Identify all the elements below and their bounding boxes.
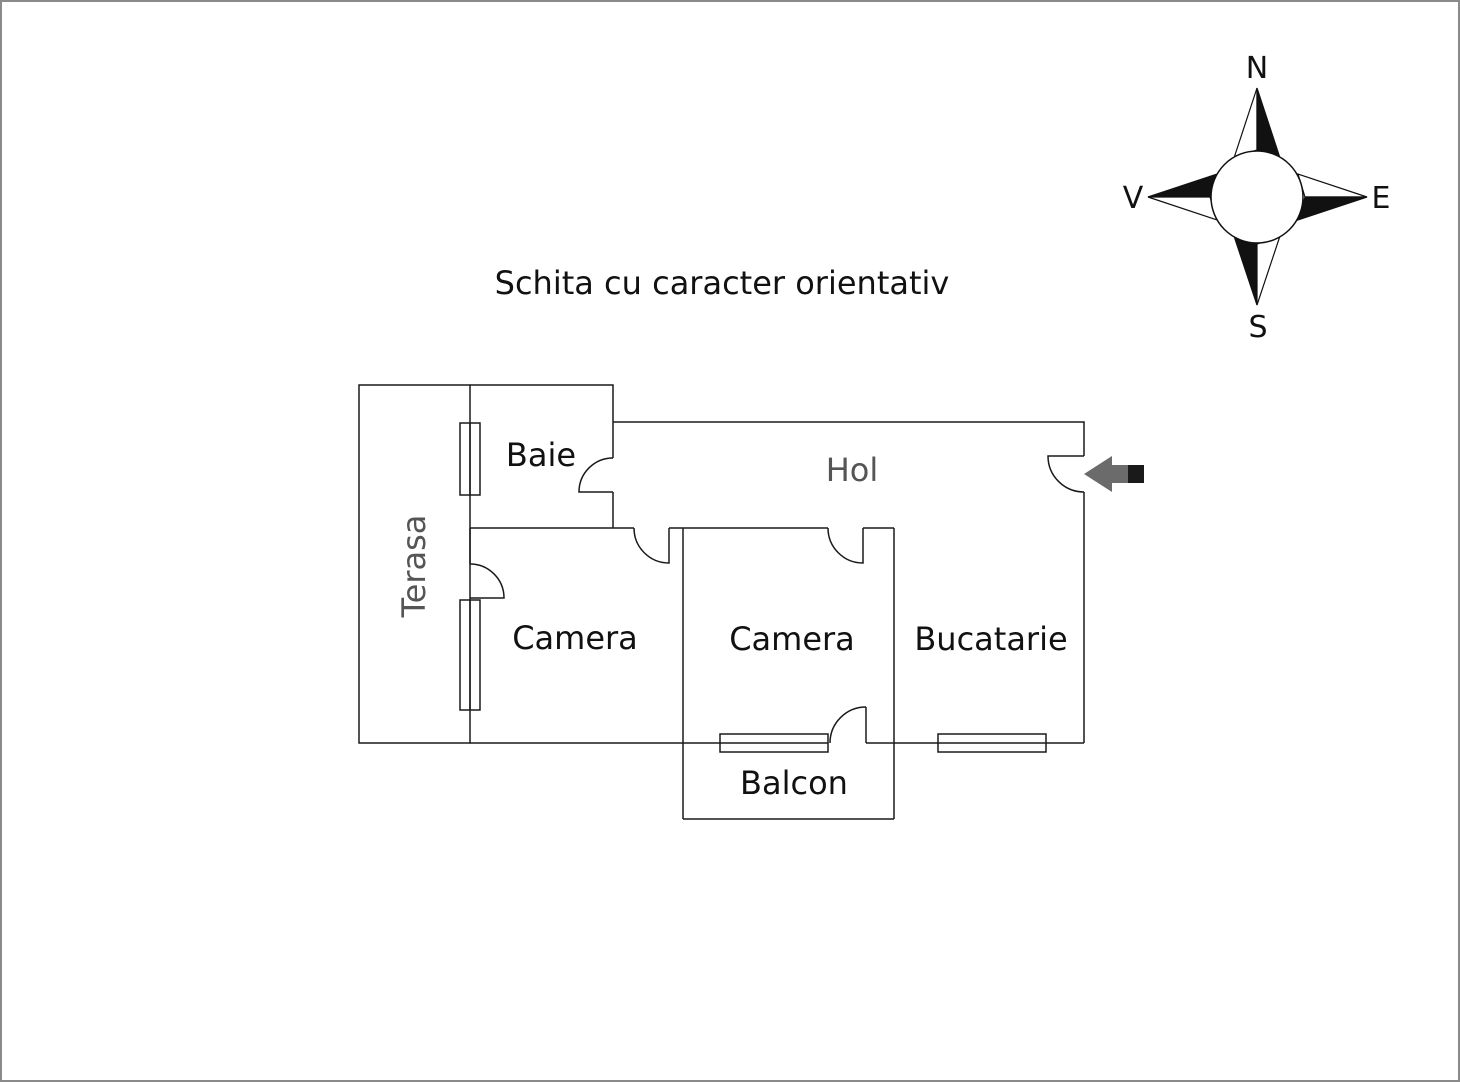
entrance-arrow-icon (1084, 456, 1144, 492)
compass-south-label: S (1248, 310, 1267, 345)
compass-west-label: V (1123, 181, 1144, 216)
room-label-terasa: Terasa (395, 515, 433, 619)
room-label-hol: Hol (826, 451, 879, 489)
compass-rose-icon (1147, 87, 1368, 306)
room-label-baie: Baie (506, 436, 576, 474)
door-camera-west (633, 527, 670, 564)
baie-wall-top (470, 384, 614, 458)
room-label-camera-1: Camera (512, 619, 638, 657)
door-terasa (469, 563, 505, 599)
room-label-bucatarie: Bucatarie (914, 620, 1067, 658)
room-label-camera-2: Camera (729, 620, 855, 658)
door-balcon (829, 706, 867, 744)
door-baie (578, 457, 614, 493)
hol-wall-top (613, 421, 1085, 456)
room-label-balcon: Balcon (740, 764, 848, 802)
doors (469, 455, 1085, 744)
floor-plan-walls (358, 384, 1085, 820)
door-entrance (1047, 455, 1085, 493)
door-camera-middle (827, 527, 864, 564)
plan-title: Schita cu caracter orientativ (495, 264, 950, 302)
compass-east-label: E (1372, 181, 1391, 216)
compass-north-label: N (1246, 51, 1268, 86)
windows (459, 422, 1047, 753)
